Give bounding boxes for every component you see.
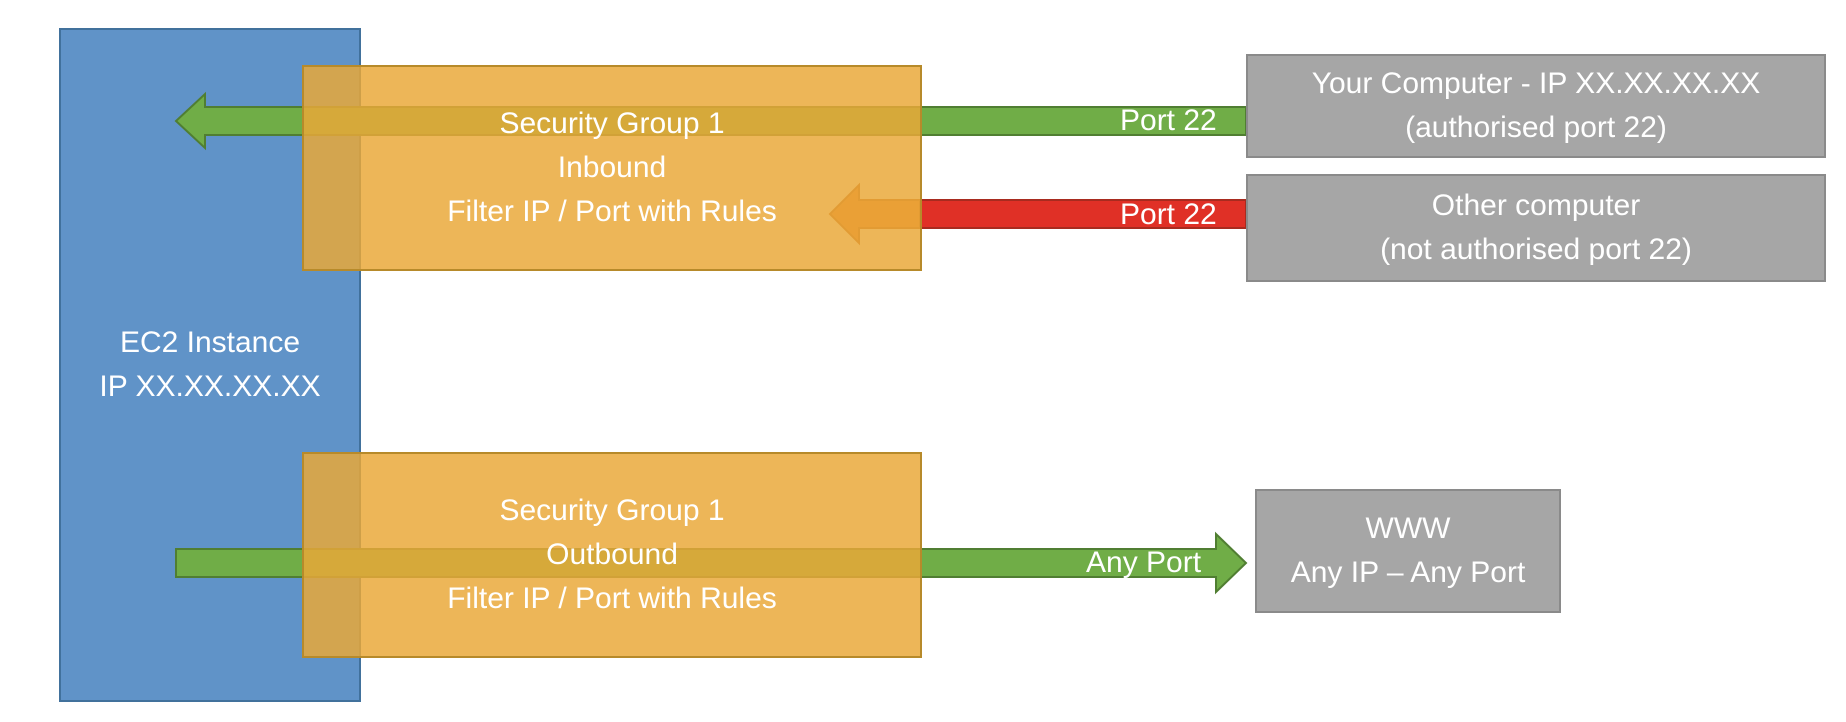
- ec2-instance-title: EC2 Instance: [119, 326, 301, 359]
- security-group-outbound-title: Security Group 1: [499, 494, 725, 527]
- security-group-outbound-direction: Outbound: [546, 538, 678, 571]
- authorised-computer-box: Your Computer - IP XX.XX.XX.XX (authoris…: [1246, 54, 1826, 158]
- authorised-port-label: Port 22: [1120, 104, 1217, 137]
- security-group-inbound-box: Security Group 1 Inbound Filter IP / Por…: [302, 65, 922, 271]
- authorised-computer-note: (authorised port 22): [1405, 111, 1667, 144]
- security-group-outbound-rule: Filter IP / Port with Rules: [447, 582, 777, 615]
- authorised-computer-ip: Your Computer - IP XX.XX.XX.XX: [1311, 67, 1761, 100]
- security-group-inbound-rule: Filter IP / Port with Rules: [447, 195, 777, 228]
- security-group-outbound-box: Security Group 1 Outbound Filter IP / Po…: [302, 452, 922, 658]
- www-box: WWW Any IP – Any Port: [1255, 489, 1561, 613]
- www-title: WWW: [1365, 512, 1451, 545]
- security-group-inbound-title: Security Group 1: [499, 107, 725, 140]
- outbound-port-label: Any Port: [1086, 546, 1202, 579]
- other-computer-note: (not authorised port 22): [1380, 233, 1692, 266]
- security-group-inbound-direction: Inbound: [557, 151, 667, 184]
- www-scope: Any IP – Any Port: [1290, 556, 1526, 589]
- other-computer-title: Other computer: [1431, 189, 1641, 222]
- other-computer-box: Other computer (not authorised port 22): [1246, 174, 1826, 282]
- blocked-port-label: Port 22: [1120, 198, 1217, 231]
- ec2-instance-ip: IP XX.XX.XX.XX: [99, 370, 321, 403]
